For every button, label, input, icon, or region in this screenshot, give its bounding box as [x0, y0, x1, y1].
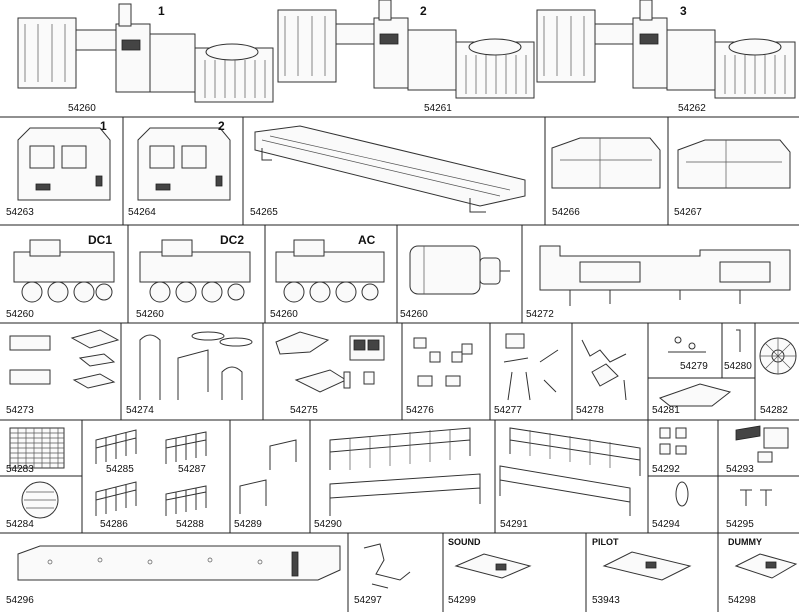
part-number-54260-ac: 54260 — [270, 309, 298, 320]
bolts-54295 — [740, 489, 772, 506]
rail-54289 — [239, 439, 297, 514]
bracket-54297 — [363, 543, 411, 589]
variant-label-54261: 2 — [420, 4, 427, 18]
pilot-53943 — [602, 551, 692, 581]
parts-54292 — [659, 427, 687, 455]
part-number-54288: 54288 — [176, 519, 204, 530]
cab-54264 — [137, 127, 231, 201]
part-number-54260-dc1: 54260 — [6, 309, 34, 320]
body-54261 — [277, 0, 535, 99]
part-number-54282: 54282 — [760, 405, 788, 416]
part-number-54275: 54275 — [290, 405, 318, 416]
part-number-54296: 54296 — [6, 595, 34, 606]
parts-54293 — [735, 425, 789, 463]
body-54262 — [536, 0, 796, 99]
grille-54283 — [9, 427, 65, 469]
floor-54296 — [17, 545, 341, 581]
part-number-54287: 54287 — [178, 464, 206, 475]
tank-54266 — [551, 137, 661, 189]
sound-54299 — [454, 553, 532, 579]
handrails-54274 — [139, 331, 253, 400]
part-number-54263: 54263 — [6, 207, 34, 218]
part-number-54285: 54285 — [106, 464, 134, 475]
part-number-54292: 54292 — [652, 464, 680, 475]
motor-54260 — [409, 245, 510, 295]
rail-54290 — [329, 427, 481, 516]
part-number-54289: 54289 — [234, 519, 262, 530]
frame-54265 — [254, 125, 526, 213]
variant-label-54264: 2 — [218, 119, 225, 133]
parts-54278 — [581, 339, 627, 401]
variant-label-sound: SOUND — [448, 537, 481, 547]
rail-54287 — [165, 431, 207, 464]
part-number-54272: 54272 — [526, 309, 554, 320]
part-number-53943: 53943 — [592, 595, 620, 606]
part-number-54266: 54266 — [552, 207, 580, 218]
part-number-54260-a: 54260 — [68, 103, 96, 114]
part-number-54262: 54262 — [678, 103, 706, 114]
variant-label-54263: 1 — [100, 119, 107, 133]
variant-label-54262: 3 — [680, 4, 687, 18]
part-number-54291: 54291 — [500, 519, 528, 530]
bogie-dc1 — [13, 239, 115, 303]
variant-label-54260-a: 1 — [158, 4, 165, 18]
part-number-54264: 54264 — [128, 207, 156, 218]
part-number-54297: 54297 — [354, 595, 382, 606]
rod-54280 — [736, 329, 741, 352]
plate-54281 — [658, 383, 732, 407]
part-number-54267: 54267 — [674, 207, 702, 218]
body-54260 — [17, 3, 274, 103]
dummy-54298 — [734, 553, 798, 579]
variant-label-dummy: DUMMY — [728, 537, 762, 547]
variant-label-dc2: DC2 — [220, 233, 245, 247]
bogie-ac — [275, 239, 385, 303]
bogie-dc2 — [139, 239, 251, 303]
rail-54286 — [95, 481, 137, 516]
part-number-54274: 54274 — [126, 405, 154, 416]
ring-54294 — [675, 481, 689, 507]
part-number-54281: 54281 — [652, 405, 680, 416]
parts-54276 — [413, 337, 473, 387]
part-number-54283: 54283 — [6, 464, 34, 475]
part-number-54298: 54298 — [728, 595, 756, 606]
part-number-54276: 54276 — [406, 405, 434, 416]
disk-54284 — [21, 481, 59, 519]
part-number-54265: 54265 — [250, 207, 278, 218]
part-number-54278: 54278 — [576, 405, 604, 416]
tank-54267 — [677, 139, 791, 189]
part-number-54290: 54290 — [314, 519, 342, 530]
parts-54275 — [275, 331, 385, 393]
rail-54291 — [499, 427, 641, 516]
part-number-54299: 54299 — [448, 595, 476, 606]
part-number-54286: 54286 — [100, 519, 128, 530]
fan-54282 — [759, 337, 797, 375]
parts-54277 — [503, 333, 559, 401]
part-number-54294: 54294 — [652, 519, 680, 530]
part-number-54277: 54277 — [494, 405, 522, 416]
part-number-54261: 54261 — [424, 103, 452, 114]
variant-label-ac: AC — [358, 233, 376, 247]
rail-54285 — [95, 429, 137, 464]
part-number-54279: 54279 — [680, 361, 708, 372]
part-number-54260-dc2: 54260 — [136, 309, 164, 320]
parts-54279 — [668, 336, 706, 353]
chassis-54272 — [539, 245, 791, 306]
rail-54288 — [165, 485, 207, 516]
part-number-54284: 54284 — [6, 519, 34, 530]
part-number-54293: 54293 — [726, 464, 754, 475]
part-number-54295: 54295 — [726, 519, 754, 530]
part-number-54273: 54273 — [6, 405, 34, 416]
parts-54273 — [9, 329, 120, 389]
variant-label-pilot: PILOT — [592, 537, 619, 547]
variant-label-dc1: DC1 — [88, 233, 113, 247]
part-number-54280: 54280 — [724, 361, 752, 372]
cab-54263 — [17, 127, 111, 201]
grid-lines — [0, 116, 799, 612]
part-number-54260-motor: 54260 — [400, 309, 428, 320]
